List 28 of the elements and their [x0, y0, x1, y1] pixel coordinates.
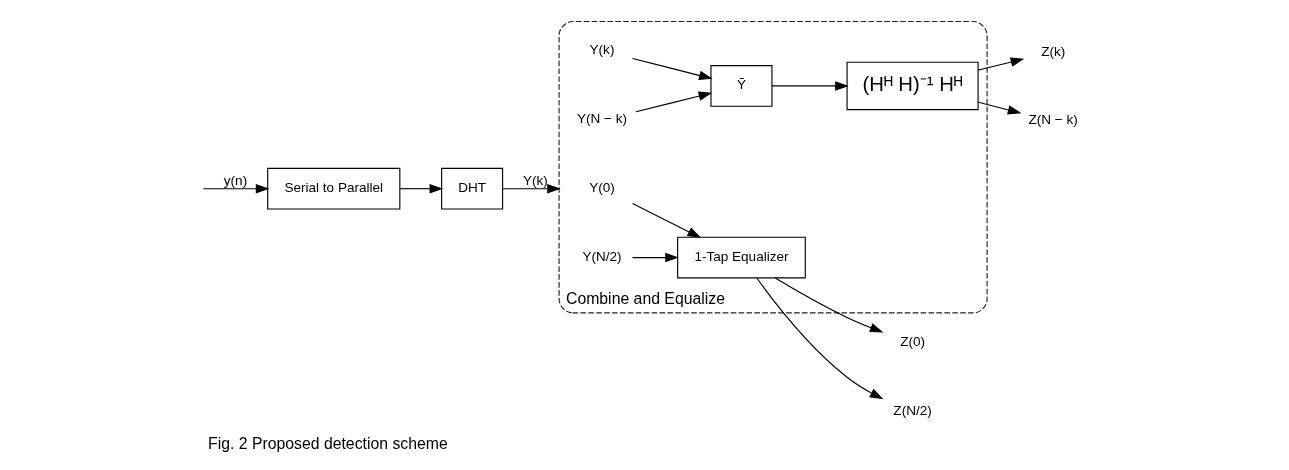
node-box: 1-Tap Equalizer	[677, 236, 806, 279]
node-box: (Hᴴ H)⁻¹ Hᴴ	[846, 61, 979, 111]
arrow	[632, 202, 702, 238]
edge-label: y(n)	[223, 172, 248, 188]
arrow	[502, 183, 561, 194]
node-box: Serial to Parallel	[267, 167, 401, 210]
node-text: Y(N − k)	[576, 111, 628, 127]
arrow	[774, 277, 884, 333]
node-text: Y(k)	[589, 42, 615, 58]
arrow	[635, 91, 713, 113]
arrow	[756, 277, 884, 400]
node-text: Y(0)	[589, 180, 615, 196]
node-box: DHT	[441, 167, 504, 210]
node-text: Z(N/2)	[893, 402, 932, 418]
arrow	[632, 252, 679, 263]
arrow	[399, 183, 444, 194]
arrow	[977, 57, 1025, 71]
arrow	[202, 183, 270, 194]
arrow	[771, 81, 849, 91]
arrow	[632, 57, 713, 81]
node-text: Y(N/2)	[582, 249, 622, 265]
node-text: Z(k)	[1041, 43, 1066, 59]
edge-label: Y(k)	[522, 172, 548, 188]
node-text: Z(0)	[900, 333, 925, 349]
node-box: Ỹ	[710, 65, 773, 107]
arrow	[977, 101, 1022, 115]
node-text: Z(N − k)	[1028, 112, 1078, 128]
caption: Fig. 2 Proposed detection scheme	[208, 434, 448, 452]
